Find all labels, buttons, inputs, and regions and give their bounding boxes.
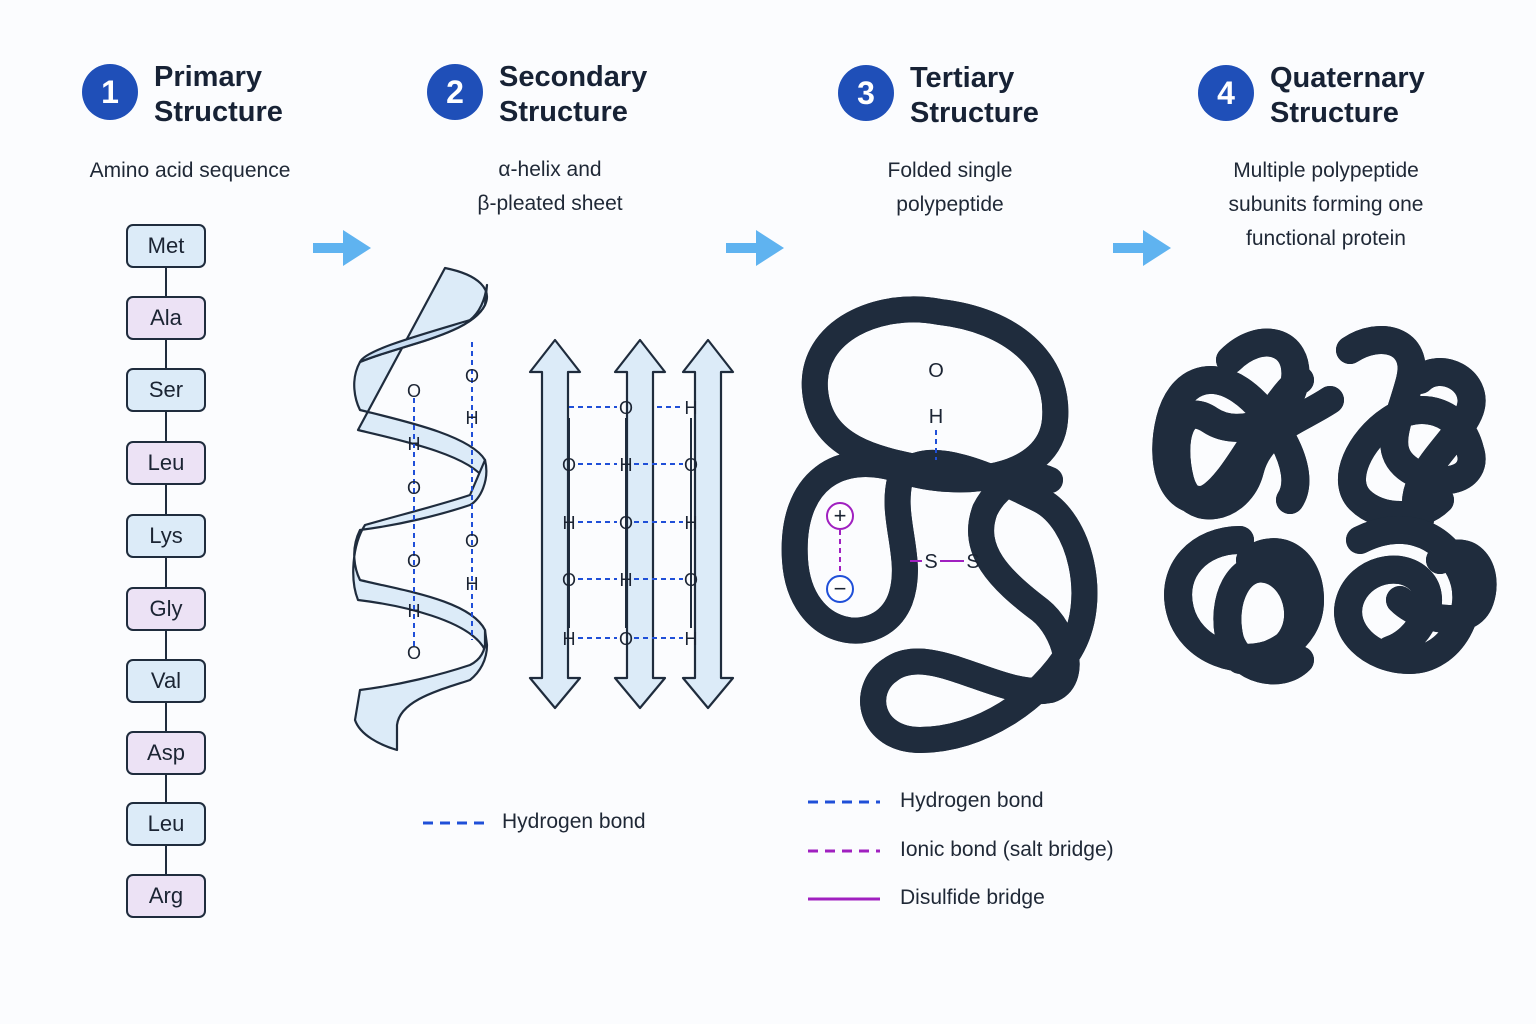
panel-2-header: 2 Secondary Structure xyxy=(427,60,699,130)
amino-acid-box: Val xyxy=(126,659,206,703)
peptide-chain-line xyxy=(165,268,167,874)
panel-1-title: Primary Structure xyxy=(154,61,283,128)
legend-hydrogen-bond-label: Hydrogen bond xyxy=(900,789,1044,812)
helix-hydrogen-bonds xyxy=(413,342,473,648)
atom-h: H xyxy=(563,629,576,649)
step-1-badge: 1 xyxy=(82,64,138,120)
quaternary-structure xyxy=(1166,340,1482,670)
atom-s: S xyxy=(924,551,937,573)
atom-h: H xyxy=(408,434,421,454)
amino-acid-box: Leu xyxy=(126,802,206,846)
flow-arrow-icon xyxy=(1113,230,1171,266)
panel-4-title: Quaternary Structure xyxy=(1270,62,1425,129)
panel-2-subtitle: α-helix and β-pleated sheet xyxy=(477,158,623,215)
amino-acid-box: Leu xyxy=(126,441,206,485)
atom-o: O xyxy=(684,570,698,590)
negative-charge-icon: − xyxy=(834,576,847,601)
legend-disulfide-label: Disulfide bridge xyxy=(900,886,1045,909)
atom-o: O xyxy=(407,643,421,663)
step-3-badge: 3 xyxy=(838,65,894,121)
atom-o: O xyxy=(465,366,479,386)
panel-4-subtitle: Multiple polypeptide subunits forming on… xyxy=(1228,159,1424,250)
panel-3-header: 3 Tertiary Structure xyxy=(838,61,1110,131)
atom-s: S xyxy=(966,551,979,573)
step-2-badge: 2 xyxy=(427,64,483,120)
beta-sheet xyxy=(528,338,735,710)
amino-acid-box: Ser xyxy=(126,368,206,412)
sheet-hydrogen-bonds xyxy=(569,406,683,639)
amino-acid-box: Ala xyxy=(126,296,206,340)
atom-o: O xyxy=(465,531,479,551)
positive-charge-icon: + xyxy=(834,503,847,528)
beta-sheet-backbones xyxy=(568,418,692,628)
atom-o: O xyxy=(619,629,633,649)
tertiary-fold xyxy=(795,309,1085,753)
atom-h: H xyxy=(685,398,698,418)
alpha-helix xyxy=(352,266,489,752)
atom-h: H xyxy=(620,570,633,590)
atom-h: H xyxy=(685,513,698,533)
flow-arrow-icon xyxy=(726,230,784,266)
atom-o: O xyxy=(684,455,698,475)
atom-h: H xyxy=(563,513,576,533)
amino-acid-box: Arg xyxy=(126,874,206,918)
legend-ionic-bond-label: Ionic bond (salt bridge) xyxy=(900,838,1114,861)
atom-o: O xyxy=(928,360,944,382)
atom-h: H xyxy=(685,629,698,649)
panel-4-header: 4 Quaternary Structure xyxy=(1198,61,1470,131)
atom-o: O xyxy=(562,455,576,475)
atom-h: H xyxy=(929,406,943,428)
atom-o: O xyxy=(619,513,633,533)
panel-3-subtitle: Folded single polypeptide xyxy=(887,159,1013,216)
panel-3-title: Tertiary Structure xyxy=(910,62,1039,129)
atom-o: O xyxy=(407,381,421,401)
atom-h: H xyxy=(620,455,633,475)
legend-hydrogen-bond-label: Hydrogen bond xyxy=(502,810,646,833)
atom-h: H xyxy=(466,408,479,428)
amino-acid-box: Asp xyxy=(126,731,206,775)
atom-o: O xyxy=(562,570,576,590)
atom-h: H xyxy=(408,601,421,621)
atom-o: O xyxy=(407,478,421,498)
atom-o: O xyxy=(407,551,421,571)
flow-arrow-icon xyxy=(313,230,371,266)
tertiary-bonds xyxy=(826,430,964,603)
panel-1-header: 1 Primary Structure xyxy=(82,60,354,130)
amino-acid-box: Met xyxy=(126,224,206,268)
panel-2-title: Secondary Structure xyxy=(499,61,648,128)
amino-acid-box: Lys xyxy=(126,514,206,558)
step-4-badge: 4 xyxy=(1198,65,1254,121)
amino-acid-box: Gly xyxy=(126,587,206,631)
atom-h: H xyxy=(466,574,479,594)
panel-1-subtitle: Amino acid sequence xyxy=(89,159,291,182)
atom-o: O xyxy=(619,398,633,418)
